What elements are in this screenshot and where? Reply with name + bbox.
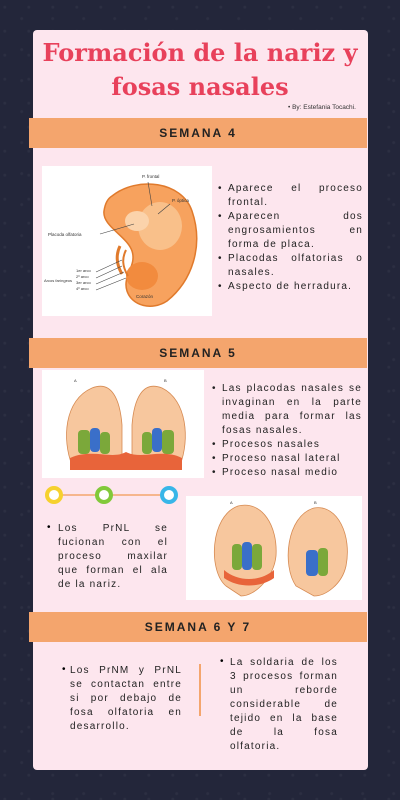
label-arch-2: 2º arco [76,274,89,279]
label-frontal-process: P. frontal [142,174,159,179]
week4-embryo-figure: P. frontal P. óptica Placoda olfatoria 1… [42,166,212,316]
timeline-dot-blue [160,486,178,504]
label-arch-3: 3er arco [76,280,91,285]
week6-right-text: La soldaria de los 3 procesos forman un … [230,657,338,752]
week5-heading: SEMANA 5 [29,338,367,368]
list-item: Las placodas nasales se invaginan en la … [212,382,362,438]
week5-nasal-placode-figure: A B [42,370,204,478]
bullet-dot-icon: • [288,104,291,111]
week5-paragraph: Los PrNL se fucionan con el proceso maxi… [58,523,168,590]
list-item: Placodas olfatorias o nasales. [218,252,363,280]
list-item: Procesos nasales [212,438,362,452]
week4-heading: SEMANA 4 [29,118,367,148]
list-item: Proceso nasal lateral [212,452,362,466]
section-divider [199,664,201,716]
list-item: Aspecto de herradura. [218,280,363,294]
list-item: Aparece el proceso frontal. [218,182,363,210]
panel-label-a: A [230,500,233,505]
label-arch-1: 1er arco [76,268,91,273]
bullet-dot-icon: • [47,522,51,533]
face-development-illustration: A B [214,500,348,597]
timeline-dot-yellow [45,486,63,504]
title-line-2: fosas nasales [111,72,289,101]
bullet-dot-icon: • [62,664,66,675]
page-title: Formación de la nariz y fosas nasales [0,36,400,104]
timeline-decoration [45,486,178,504]
list-item: Aparecen dos engrosamientos en forma de … [218,210,363,252]
label-pharyngeal-arches: Arcos faríngeos [44,278,72,283]
timeline-dot-green [95,486,113,504]
label-arch-4: 4º arco [76,286,89,291]
label-olfactory-placode: Placoda olfatoria [48,232,82,237]
panel-label-b: B [314,500,317,505]
author-credit: • By: Estefania Tocachi. [288,104,356,111]
week6-left-text: Los PrNM y PrNL se contactan entre si po… [70,665,182,732]
label-optic-process: P. óptica [172,198,189,203]
embryo-illustration: P. frontal P. óptica Placoda olfatoria 1… [44,174,198,307]
label-heart: Corazón [136,294,154,299]
week4-bullet-list: Aparece el proceso frontal. Aparecen dos… [218,182,363,294]
panel-label-a: A [74,378,77,383]
list-item: Proceso nasal medio [212,466,362,480]
week5-bullet-list: Las placodas nasales se invaginan en la … [212,382,362,480]
week6-7-heading: SEMANA 6 Y 7 [29,612,367,642]
title-line-1: Formación de la nariz y [42,38,358,67]
nasal-placode-illustration: A B [66,378,186,470]
bullet-dot-icon: • [220,656,224,667]
panel-label-b: B [164,378,167,383]
author-name: By: Estefania Tocachi. [292,104,356,111]
week5-face-figure: A B [186,496,362,600]
